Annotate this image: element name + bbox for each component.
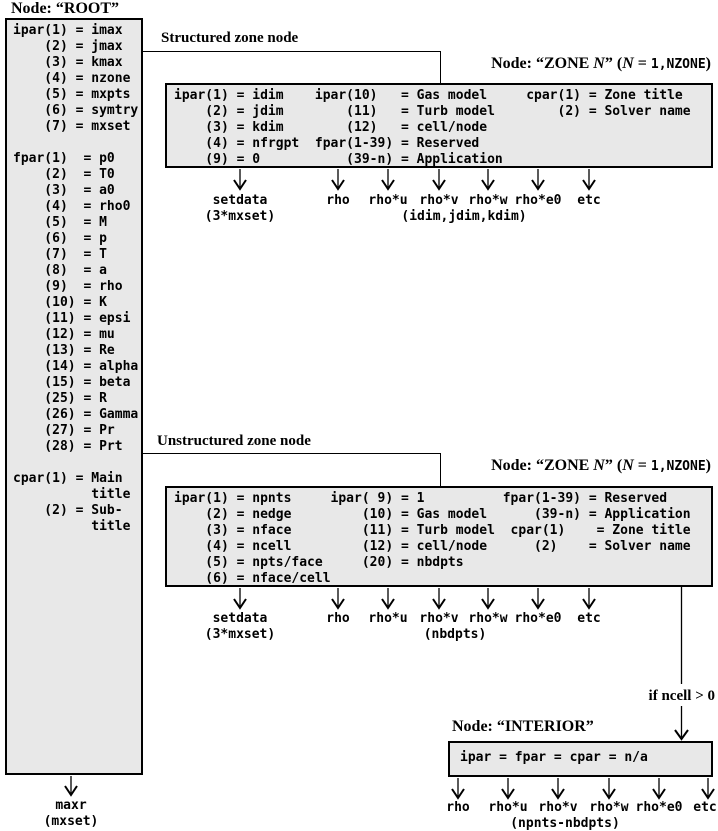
arrow-sublabel-nbdpts: (nbdpts) — [423, 627, 487, 642]
structured-zone-parameter-list: ipar(1) = idim ipar(10) = Gas model cpar… — [174, 88, 691, 167]
down-arrow — [381, 588, 395, 610]
arrow-label-rho: rho — [446, 800, 470, 815]
structured-down-arrows — [233, 169, 596, 191]
arrow-label-etc: etc — [577, 611, 601, 626]
arrow-sublabel-3mxset: (3*mxset) — [204, 627, 276, 642]
arrow-sublabel-npnts-nbdpts: (npnts-nbdpts) — [510, 816, 620, 831]
interior-parameter-list: ipar = fpar = cpar = n/a — [460, 750, 648, 765]
down-arrow — [701, 778, 715, 800]
connector-structured — [143, 51, 441, 83]
root-node-title: Node: “ROOT” — [11, 0, 119, 17]
structured-zone-label: Structured zone node — [161, 30, 299, 46]
down-arrow — [582, 169, 596, 191]
arrow-label-maxr: maxr — [55, 798, 87, 813]
down-arrow — [481, 169, 495, 191]
down-arrow — [481, 588, 495, 610]
connector-if-ncell — [674, 587, 689, 741]
unstructured-zone-node-title: Node: “ZONE N” (N = 1,NZONE) — [491, 457, 711, 474]
down-arrow — [582, 588, 596, 610]
connector-unstructured — [143, 453, 441, 486]
arrow-label-setdata: setdata — [212, 611, 268, 626]
interior-down-arrows — [451, 778, 715, 800]
arrow-label-rho-w: rho*w — [468, 193, 508, 208]
root-parameter-list: ipar(1) = imax (2) = jmax (3) = kmax (4)… — [13, 23, 139, 534]
down-arrow — [652, 778, 666, 800]
down-arrow — [602, 778, 616, 800]
unstructured-zone-parameter-list: ipar(1) = npnts ipar( 9) = 1 fpar(1-39) … — [174, 491, 691, 586]
down-arrow — [432, 169, 446, 191]
arrow-sublabel-mxset: (mxset) — [43, 814, 99, 829]
down-arrow — [501, 778, 515, 800]
arrow-label-rho-v: rho*v — [538, 800, 578, 815]
arrow-label-rho-e0: rho*e0 — [514, 193, 562, 208]
down-arrow — [531, 169, 545, 191]
italic-n: N — [622, 55, 634, 72]
root-node-box: ipar(1) = imax (2) = jmax (3) = kmax (4)… — [5, 18, 143, 775]
down-arrow — [233, 588, 247, 610]
unstructured-zone-box: ipar(1) = npnts ipar( 9) = 1 fpar(1-39) … — [165, 486, 713, 587]
structured-zone-node-title: Node: “ZONE N” (N = 1,NZONE) — [491, 55, 711, 72]
arrow-label-rho-v: rho*v — [419, 193, 459, 208]
unstructured-zone-label: Unstructured zone node — [157, 433, 311, 449]
if-ncell-condition-label: if ncell > 0 — [648, 688, 715, 704]
down-arrow — [551, 778, 565, 800]
arrow-label-rho: rho — [326, 611, 350, 626]
down-arrow — [432, 588, 446, 610]
down-arrow — [331, 169, 345, 191]
arrow-label-rho-e0: rho*e0 — [635, 800, 683, 815]
arrow-label-rho-u: rho*u — [488, 800, 528, 815]
italic-n: N — [593, 55, 605, 72]
arrow-sublabel-dims: (idim,jdim,kdim) — [401, 209, 527, 224]
arrow-label-rho-w: rho*w — [589, 800, 629, 815]
unstructured-down-arrows — [233, 588, 596, 610]
arrow-label-etc: etc — [693, 800, 717, 815]
down-arrow — [531, 588, 545, 610]
down-arrow — [451, 778, 465, 800]
italic-n: N — [622, 457, 634, 474]
down-arrow — [381, 169, 395, 191]
arrow-label-rho: rho — [326, 193, 350, 208]
interior-node-title: Node: “INTERIOR” — [452, 718, 594, 735]
arrow-label-rho-e0: rho*e0 — [514, 611, 562, 626]
down-arrow — [331, 588, 345, 610]
arrow-label-rho-w: rho*w — [468, 611, 508, 626]
root-down-arrow — [64, 776, 78, 797]
interior-node-box: ipar = fpar = cpar = n/a — [448, 741, 713, 777]
arrow-label-etc: etc — [577, 193, 601, 208]
arrow-label-setdata: setdata — [212, 193, 268, 208]
structured-zone-box: ipar(1) = idim ipar(10) = Gas model cpar… — [165, 83, 713, 168]
arrow-label-rho-v: rho*v — [419, 611, 459, 626]
arrow-label-rho-u: rho*u — [368, 193, 408, 208]
arrow-sublabel-3mxset: (3*mxset) — [204, 209, 276, 224]
italic-n: N — [593, 457, 605, 474]
arrow-label-rho-u: rho*u — [368, 611, 408, 626]
down-arrow — [233, 169, 247, 191]
